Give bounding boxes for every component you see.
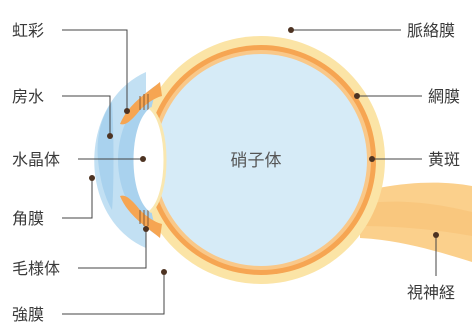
cornea-leader: [62, 178, 93, 219]
aqueous-humor-dot: [107, 133, 113, 139]
iris-label: 虹彩: [12, 21, 44, 40]
cornea-dot: [89, 175, 95, 181]
sclera-dot: [161, 269, 167, 275]
ciliary-body-dot: [143, 226, 149, 232]
aqueous-humor-label: 房水: [12, 87, 44, 106]
macula-label: 黄斑: [428, 150, 460, 169]
optic-nerve-dot: [433, 232, 439, 238]
retina-label: 網膜: [428, 87, 460, 106]
cornea-label: 角膜: [12, 209, 44, 228]
vitreous-body-label: 硝子体: [231, 151, 282, 171]
lens-edge: [148, 106, 167, 214]
sclera-leader: [62, 272, 165, 315]
choroid-dot: [288, 27, 294, 33]
vitreous-body: [155, 54, 367, 266]
aqueous-humor-leader: [62, 95, 111, 136]
macula-dot: [369, 156, 375, 162]
lens: [133, 108, 165, 212]
lens-dot: [140, 156, 146, 162]
zonule-fibers: [139, 94, 149, 226]
optic-nerve: [360, 182, 472, 262]
iris-leader: [62, 29, 128, 110]
ciliary-body-leader: [78, 230, 147, 269]
optic-nerve-label: 視神経: [407, 283, 455, 302]
lens-label: 水晶体: [12, 150, 60, 169]
ciliary-body-lower: [120, 195, 162, 238]
retina-dot: [354, 93, 360, 99]
iris-dot: [124, 108, 130, 114]
ciliary-body-label: 毛様体: [12, 259, 60, 278]
ciliary-body-upper: [120, 82, 162, 125]
choroid-label: 脈絡膜: [407, 21, 455, 40]
sclera-label: 強膜: [12, 305, 44, 324]
